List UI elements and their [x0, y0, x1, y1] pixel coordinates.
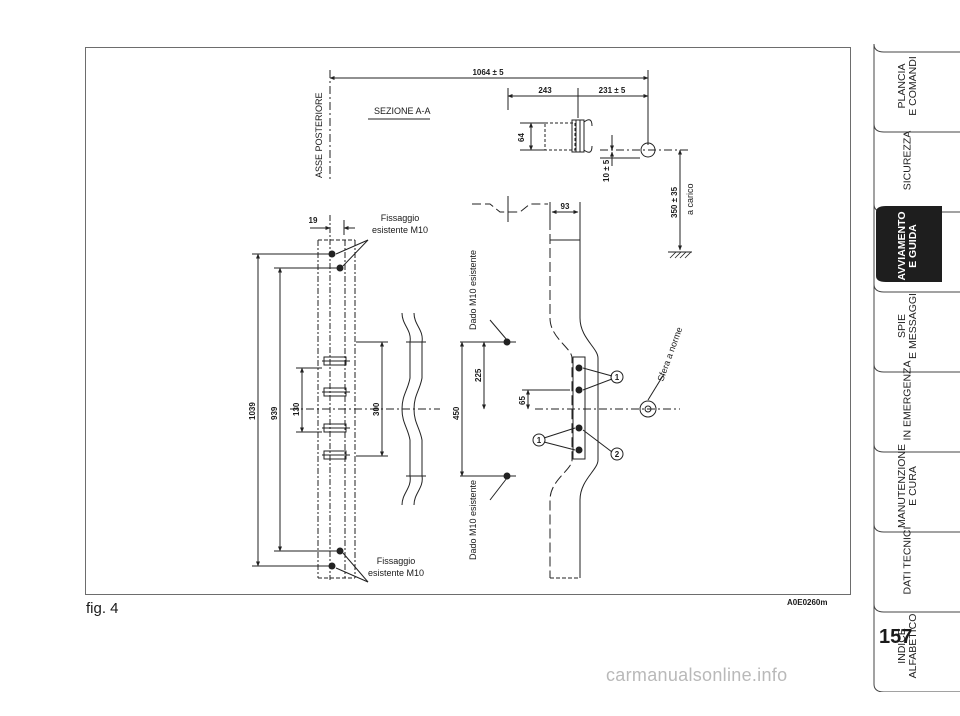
dim-1039: 1039 [248, 402, 257, 420]
callout-1-top: 1 [615, 373, 620, 382]
dim-19: 19 [309, 216, 318, 225]
watermark: carmanualsonline.info [606, 665, 788, 685]
figure-frame [85, 47, 851, 595]
dim-231: 231 ± 5 [599, 86, 626, 95]
technical-drawing: ASSE POSTERIORE SEZIONE A-A Fissaggio es… [248, 68, 695, 583]
fixing-bottom-line2: esistente M10 [368, 568, 424, 578]
dim-350: 350 ± 35 [670, 186, 679, 218]
figure-label: fig. 4 [86, 600, 119, 617]
dim-1064: 1064 ± 5 [472, 68, 504, 77]
axle-label: ASSE POSTERIORE [314, 92, 324, 178]
dim-225: 225 [474, 368, 483, 382]
figure-code: A0E0260m [787, 598, 828, 607]
ball-label: Sfera a norme [655, 326, 684, 383]
dim-243: 243 [538, 86, 552, 95]
section-label: SEZIONE A-A [374, 106, 431, 116]
load-label: a carico [685, 183, 695, 215]
fixing-bottom-line1: Fissaggio [377, 556, 416, 566]
page-number: 157 [879, 626, 913, 648]
dim-130: 130 [292, 402, 301, 416]
dim-300: 300 [372, 402, 381, 416]
fixing-top-line1: Fissaggio [381, 213, 420, 223]
callout-2: 2 [615, 450, 620, 459]
dim-93: 93 [561, 202, 570, 211]
callout-1-left: 1 [537, 436, 542, 445]
fixing-top-line2: esistente M10 [372, 225, 428, 235]
dim-939: 939 [270, 406, 279, 420]
dim-10: 10 ± 5 [602, 159, 611, 182]
dim-65: 65 [518, 396, 527, 405]
dim-64: 64 [517, 133, 526, 142]
nut-top-label: Dado M10 esistente [468, 250, 478, 330]
dim-450: 450 [452, 406, 461, 420]
nut-bottom-label: Dado M10 esistente [468, 480, 478, 560]
